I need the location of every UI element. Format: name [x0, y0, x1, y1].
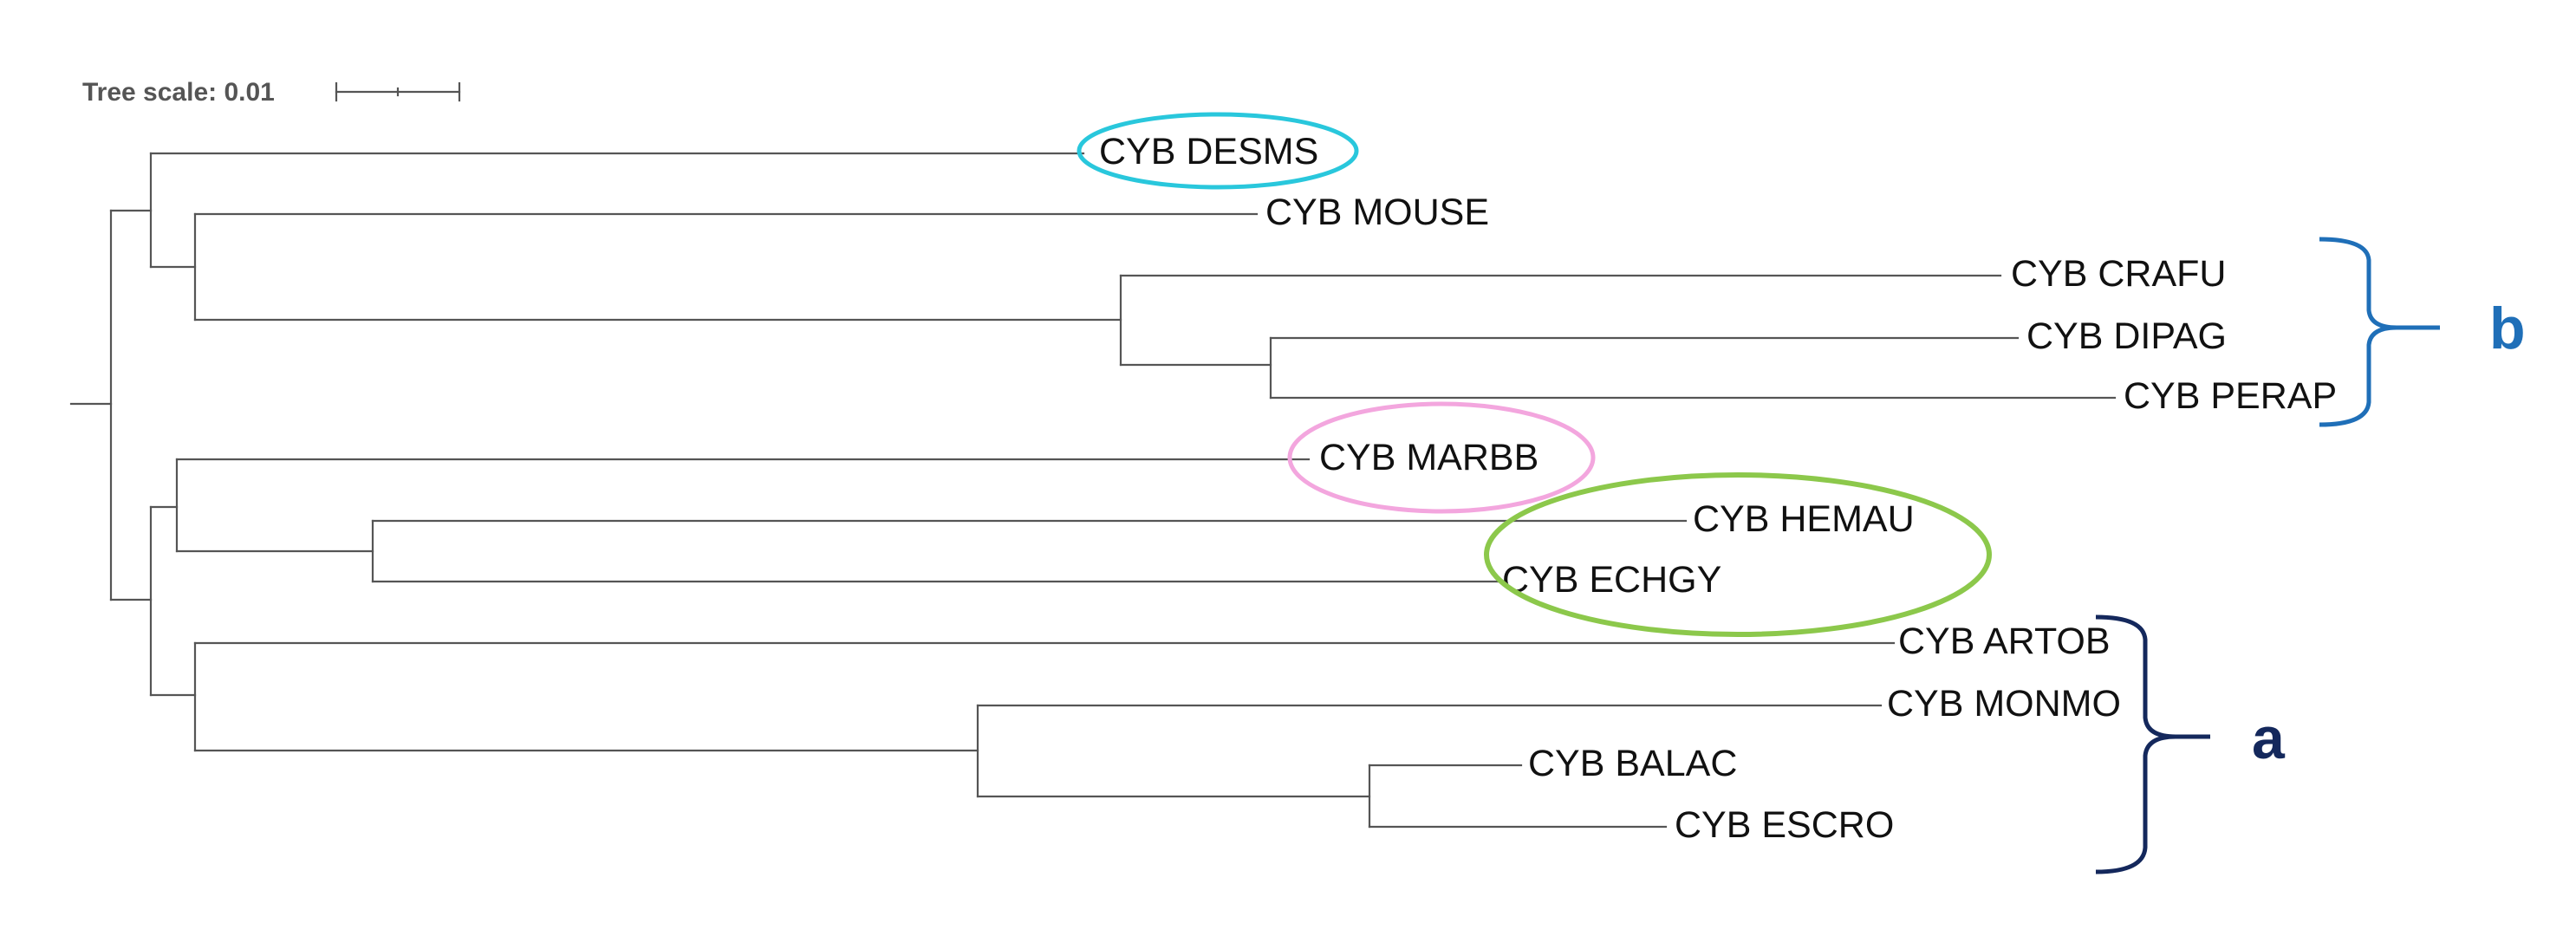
leaf-label: CYB MARBB: [1319, 437, 1538, 478]
group-a-label: a: [2252, 705, 2286, 771]
leaf-label: CYB PERAP: [2124, 375, 2337, 417]
highlight-ellipse-desms: [1077, 112, 1359, 190]
highlight-ellipse-hemau-echgy: [1484, 472, 1992, 637]
leaf-label: CYB DIPAG: [2026, 315, 2227, 357]
tree-branches: [69, 152, 2117, 829]
leaf-label: CYB DESMS: [1099, 131, 1318, 172]
leaf-label: CYB ESCRO: [1675, 804, 1894, 846]
leaf-label: CYB CRAFU: [2011, 253, 2226, 295]
group-a-bracket: a: [2095, 614, 2286, 874]
leaf-label: CYB MOUSE: [1265, 192, 1489, 233]
group-b-label: b: [2489, 296, 2526, 361]
leaf-label: CYB HEMAU: [1693, 498, 1915, 540]
highlight-ellipse-marbb: [1287, 401, 1596, 514]
leaf-label: CYB BALAC: [1528, 743, 1737, 784]
tree-scale-label: Tree scale: 0.01: [82, 78, 275, 107]
group-b-bracket: b: [2319, 237, 2526, 427]
leaf-label: CYB ARTOB: [1898, 621, 2111, 662]
leaf-label: CYB MONMO: [1887, 683, 2121, 725]
tree-scale-bar: [335, 81, 461, 102]
leaf-label: CYB ECHGY: [1502, 559, 1721, 601]
leaf-labels: CYB DESMS CYB MOUSE CYB CRAFU CYB DIPAG …: [1099, 131, 2337, 846]
